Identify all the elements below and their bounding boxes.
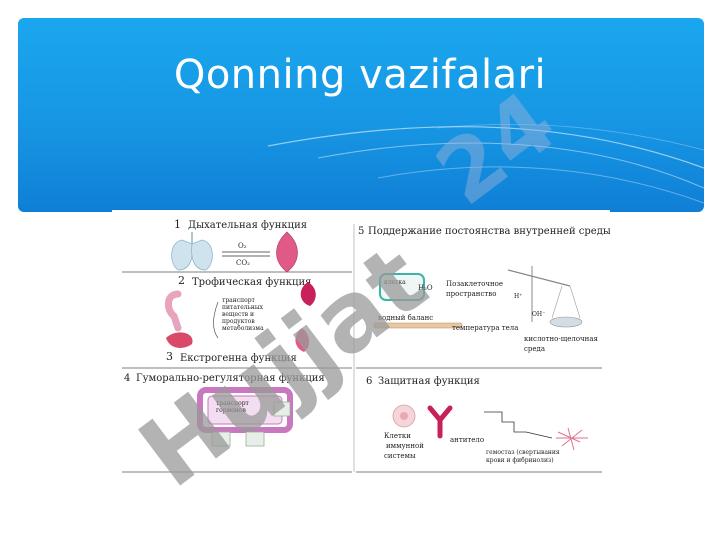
fibrin-clot-icon	[556, 427, 588, 451]
section-3-label: Екстрогенна функция	[180, 353, 297, 364]
section-5-number: 5	[358, 226, 364, 237]
oh-ion-label: OH⁻	[532, 311, 545, 318]
co2-label: CO₂	[236, 259, 250, 267]
section-4-number: 4	[124, 373, 130, 384]
trophic-transport-line: метаболизма	[222, 325, 264, 332]
scales-icon	[507, 266, 583, 328]
antibody-label: антитело	[450, 436, 484, 444]
section-1-label: Дыхательная функция	[188, 220, 307, 231]
trophic-transport-line: питательных	[222, 304, 264, 311]
h-ion-label: H⁺	[514, 293, 522, 300]
title-banner	[18, 18, 704, 212]
arrow-right-icon	[525, 431, 553, 439]
immune-cells-line: Клетки	[384, 432, 411, 440]
hormone-transport-line: транспорт	[216, 400, 250, 407]
stomach-icon	[300, 282, 316, 306]
section-6-label: Защитная функция	[378, 376, 480, 387]
body-temperature-label: температура тела	[452, 324, 518, 332]
cell-label: клетка	[384, 279, 406, 286]
banner-swoosh-decoration	[267, 124, 704, 204]
hemostasis-line: гемостаз (свертывания	[486, 449, 560, 456]
liver-icon	[166, 332, 193, 348]
section-2-number: 2	[178, 274, 185, 287]
water-balance-label: водный баланс	[378, 314, 433, 322]
section-1-number: 1	[174, 218, 181, 231]
lungs-icon	[171, 232, 213, 271]
immune-cells-line: системы	[384, 452, 416, 460]
immune-cells-line: иммунной	[386, 442, 424, 450]
bracket-line	[213, 301, 219, 339]
tissue-icon	[276, 231, 298, 273]
antibody-icon	[427, 405, 453, 439]
hormone-transport-line: гормонов	[216, 407, 246, 414]
section-6-number: 6	[366, 376, 372, 387]
thermometer-icon	[373, 322, 463, 329]
section-3-number: 3	[166, 350, 173, 363]
hemostasis-line: крови и фибринолиз)	[486, 457, 554, 464]
o2-label: O₂	[238, 242, 247, 250]
trophic-transport-line: веществ и	[222, 311, 254, 318]
cell-icon	[379, 273, 425, 301]
section-4-label: Гуморально-регуляторная функция	[136, 373, 325, 384]
h2o-label: H₂O	[418, 284, 433, 292]
slide-title: Qonning vazifalari	[173, 52, 547, 98]
intestine-icon	[165, 290, 182, 332]
acid-base-line: среда	[524, 345, 545, 353]
blood-functions-figure: 1 Дыхательная функция O₂ CO₂ 2 Трофическ…	[112, 210, 610, 482]
extracellular-space-line: Позаклеточное	[446, 280, 503, 288]
section-5-label: Поддержание постоянства внутренней среды	[368, 226, 610, 237]
extracellular-space-line: пространство	[446, 290, 496, 298]
vessel-loop-icon	[197, 387, 293, 447]
trophic-transport-line: продуктов	[222, 318, 255, 325]
section-2-label: Трофическая функция	[192, 277, 311, 288]
trophic-transport-line: транспорт	[222, 297, 256, 304]
tissue-icon	[295, 328, 310, 352]
cascade-arrows-icon	[484, 411, 526, 433]
immune-cell-nucleus-icon	[400, 412, 408, 420]
acid-base-line: кислотно-щелочная	[524, 335, 599, 343]
